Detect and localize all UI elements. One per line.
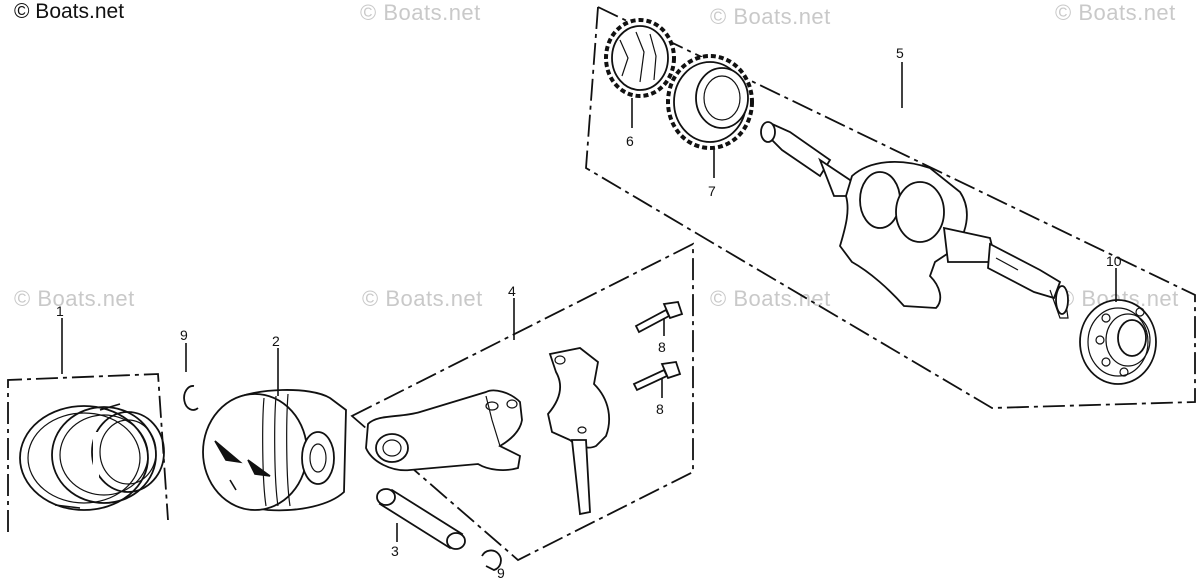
- callout-6: 6: [626, 133, 634, 149]
- crankshaft-group-border: [585, 5, 1196, 409]
- callout-8: 8: [656, 401, 664, 417]
- crankshaft: [760, 121, 1069, 319]
- piston-pin: [376, 488, 466, 550]
- callout-5: 5: [896, 45, 904, 61]
- callout-3: 3: [391, 543, 399, 559]
- callout-1: 1: [56, 303, 64, 319]
- connecting-rod: [365, 389, 523, 472]
- connecting-rod-cap: [547, 347, 610, 516]
- watermark: © Boats.net: [14, 286, 135, 311]
- watermark: © Boats.net: [362, 286, 483, 311]
- callout-8: 8: [658, 339, 666, 355]
- piston-pin-clip: [481, 549, 502, 571]
- callout-9: 9: [180, 327, 188, 343]
- piston: [202, 389, 347, 512]
- piston-pin-clip: [183, 385, 199, 411]
- callout-9: 9: [497, 565, 505, 581]
- watermark: © Boats.net: [710, 286, 831, 311]
- copyright-label: © Boats.net: [14, 0, 125, 23]
- ball-bearing: [1079, 299, 1157, 385]
- connecting-rod-bolt: [634, 301, 684, 334]
- watermark: © Boats.net: [710, 4, 831, 29]
- crank-gear: [666, 54, 754, 150]
- connecting-rod-bolt: [632, 361, 682, 392]
- callout-2: 2: [272, 333, 280, 349]
- timing-gear: [604, 18, 676, 98]
- callout-7: 7: [708, 183, 716, 199]
- connecting-rod-group-border: [350, 242, 694, 562]
- watermark: © Boats.net: [360, 0, 481, 25]
- callout-10: 10: [1106, 253, 1122, 269]
- watermark: © Boats.net: [1055, 0, 1176, 25]
- piston-ring-set: [19, 403, 165, 511]
- callout-4: 4: [508, 283, 516, 299]
